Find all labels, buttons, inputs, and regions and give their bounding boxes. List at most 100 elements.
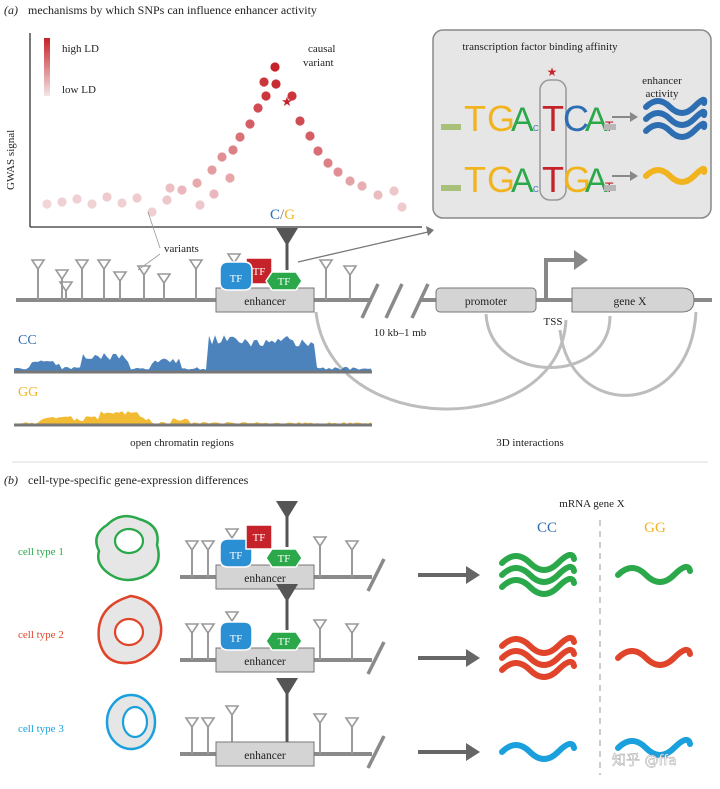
tf-red-label: TF (253, 532, 266, 544)
gwas-dot (259, 77, 268, 86)
panel-a-letter: (a) (4, 3, 18, 17)
gwas-dot (87, 199, 96, 208)
tss-arrow-head (574, 250, 588, 270)
interactions-label: 3D interactions (496, 437, 564, 449)
cell-row-1: cell type 1enhancerTFTFTF (18, 501, 690, 594)
tf-blue-label: TF (230, 273, 243, 285)
variants-label: variants (164, 243, 199, 255)
variant-pin (346, 541, 358, 577)
motif-bottom-noise (441, 185, 461, 191)
gwas-dot (102, 192, 111, 201)
variant-pin (190, 260, 202, 300)
gwas-dot (305, 131, 314, 140)
variant-pin (186, 718, 198, 754)
legend-low-ld: low LD (62, 84, 96, 96)
motif-top: T G A C T C A T (441, 98, 616, 139)
track-gg-signal (14, 411, 372, 425)
enhancer-complex-a: enhancer TF TF TF (216, 228, 314, 312)
motif-bottom: T G A C T G A T (441, 159, 616, 200)
motif-bottom-a: A (511, 162, 534, 200)
enhancer-activity-1: enhancer (642, 75, 682, 87)
cell-type-label: cell type 1 (18, 546, 64, 558)
motif-bottom-t1: T (464, 159, 486, 200)
mrna-label: mRNA gene X (559, 498, 624, 510)
variant-pin (202, 541, 214, 577)
tf-blue-label: TF (230, 633, 243, 645)
tf-blue-label: TF (230, 550, 243, 562)
causal-pin-head (276, 678, 298, 696)
gwas-dot (313, 146, 322, 155)
motif-top-tail (604, 124, 616, 130)
tf-green-label: TF (278, 276, 291, 288)
gwas-dot (72, 194, 81, 203)
variant-pin (314, 537, 326, 577)
loop-gene-end (560, 312, 696, 395)
variant-pin (346, 718, 358, 754)
cell-icon (96, 516, 158, 580)
variant-pin (346, 624, 358, 660)
causal-pin-head (276, 584, 298, 602)
col-cc-label: CC (537, 520, 557, 536)
variant-pin (186, 624, 198, 660)
allele-c: C (270, 207, 280, 223)
motif-top-noise (441, 124, 461, 130)
gwas-dot (271, 79, 280, 88)
cell-row-3: cell type 3enhancer (18, 678, 690, 768)
gwas-dot (165, 183, 174, 192)
gwas-dot (228, 145, 237, 154)
mrna-gg-squiggle (618, 650, 690, 665)
gwas-dot (235, 132, 244, 141)
panel-a-title: mechanisms by which SNPs can influence e… (28, 3, 317, 17)
distance-label: 10 kb–1 mb (374, 327, 427, 339)
variant-leader-up (148, 212, 160, 248)
col-gg-label: GG (644, 520, 666, 536)
gwas-dots (42, 62, 406, 216)
motif-top-t1: T (464, 98, 486, 139)
gwas-dot (345, 176, 354, 185)
motif-bottom-t2: T (542, 159, 564, 200)
cell-icon (107, 695, 155, 749)
tss-label: TSS (544, 316, 563, 328)
allele-g: G (284, 207, 295, 223)
gwas-dot (270, 62, 279, 71)
tf-green-label: TF (278, 553, 291, 565)
causal-pin-head (276, 228, 298, 246)
variant-pin (202, 718, 214, 754)
y-axis-label: GWAS signal (5, 130, 17, 190)
gwas-dot (373, 190, 382, 199)
cell-icon (99, 596, 162, 663)
motif-bottom-tail (604, 185, 616, 191)
legend-high-ld: high LD (62, 43, 99, 55)
inset-star-icon: ★ (547, 65, 558, 79)
enhancer-activity-2: activity (646, 88, 679, 100)
variant-pin (202, 624, 214, 660)
causal-pin-head (276, 501, 298, 519)
gwas-dot (253, 103, 262, 112)
promoter-label: promoter (465, 296, 507, 308)
break-mark-2 (386, 284, 402, 318)
gwas-dot (245, 119, 254, 128)
gwas-dot (261, 91, 270, 100)
gwas-dot (132, 193, 141, 202)
variant-pin (344, 266, 356, 300)
allele-label: C/G (270, 207, 295, 223)
motif-top-t2: T (542, 98, 564, 139)
enhancer-label: enhancer (244, 750, 286, 762)
motif-top-small: C (533, 124, 539, 133)
panel-b-letter: (b) (4, 473, 18, 487)
causal-label-1: causal (308, 43, 335, 55)
gwas-dot (225, 173, 234, 182)
gwas-dot (117, 198, 126, 207)
variant-pin (320, 260, 332, 300)
enhancer-label: enhancer (244, 573, 286, 585)
loop-enhancer-promoter (316, 312, 566, 409)
gwas-dot (192, 178, 201, 187)
variant-pin (32, 260, 44, 300)
gwas-dot (323, 158, 332, 167)
gwas-dot (207, 165, 216, 174)
variant-pin (186, 541, 198, 577)
tf-affinity-inset: transcription factor binding affinity ★ … (433, 30, 711, 218)
gwas-dot (209, 189, 218, 198)
expression-arrow-head (466, 743, 480, 761)
mrna-cc-squiggle (502, 744, 574, 759)
